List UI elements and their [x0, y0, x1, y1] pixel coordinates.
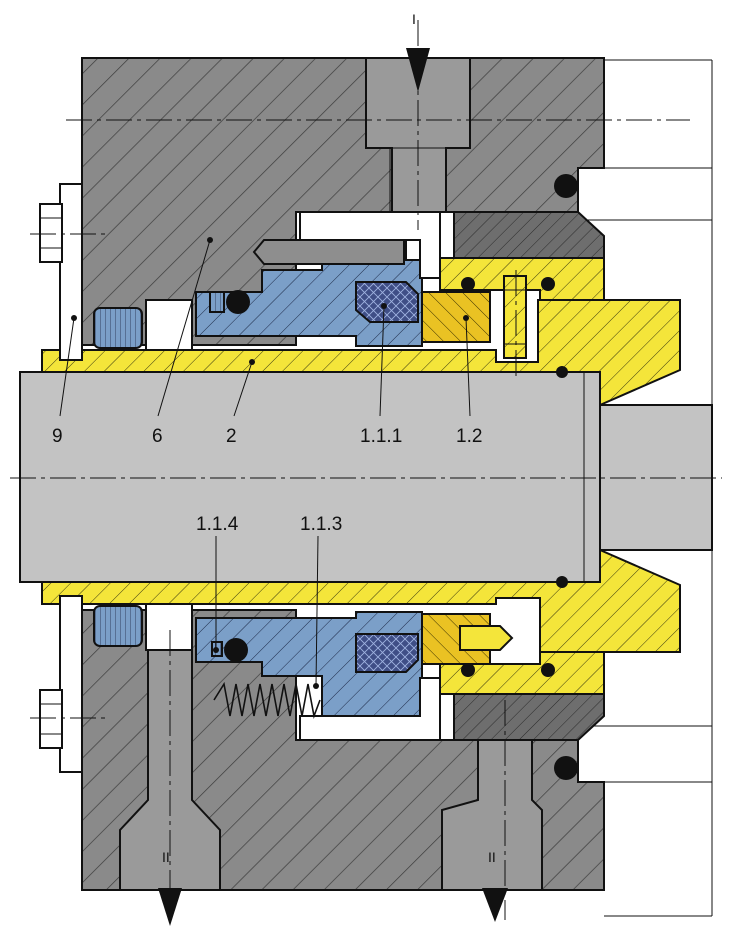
shaft [19, 371, 713, 583]
seal-face [355, 281, 419, 673]
flow-arrows [158, 48, 508, 926]
port-label-outlet-right: II [488, 849, 496, 865]
label-part-1-1-4: 1.1.4 [196, 514, 239, 535]
label-part-1-2: 1.2 [456, 426, 482, 447]
label-part-9: 9 [52, 426, 63, 447]
shaft-sleeve [41, 257, 681, 695]
port-label-outlet-left: II [162, 849, 170, 865]
clamp-bolts [39, 183, 83, 773]
port-label-inlet: I [412, 11, 416, 27]
spring [213, 681, 321, 719]
label-part-6: 6 [152, 426, 163, 447]
label-part-1-1-3: 1.1.3 [300, 514, 342, 535]
label-part-1-1-1: 1.1.1 [360, 426, 402, 447]
set-screw [503, 275, 527, 359]
stationary-seat [419, 291, 514, 665]
leader-lines [59, 237, 471, 689]
o-rings [224, 174, 578, 780]
label-part-2: 2 [226, 426, 237, 447]
drive-pin [252, 239, 405, 265]
